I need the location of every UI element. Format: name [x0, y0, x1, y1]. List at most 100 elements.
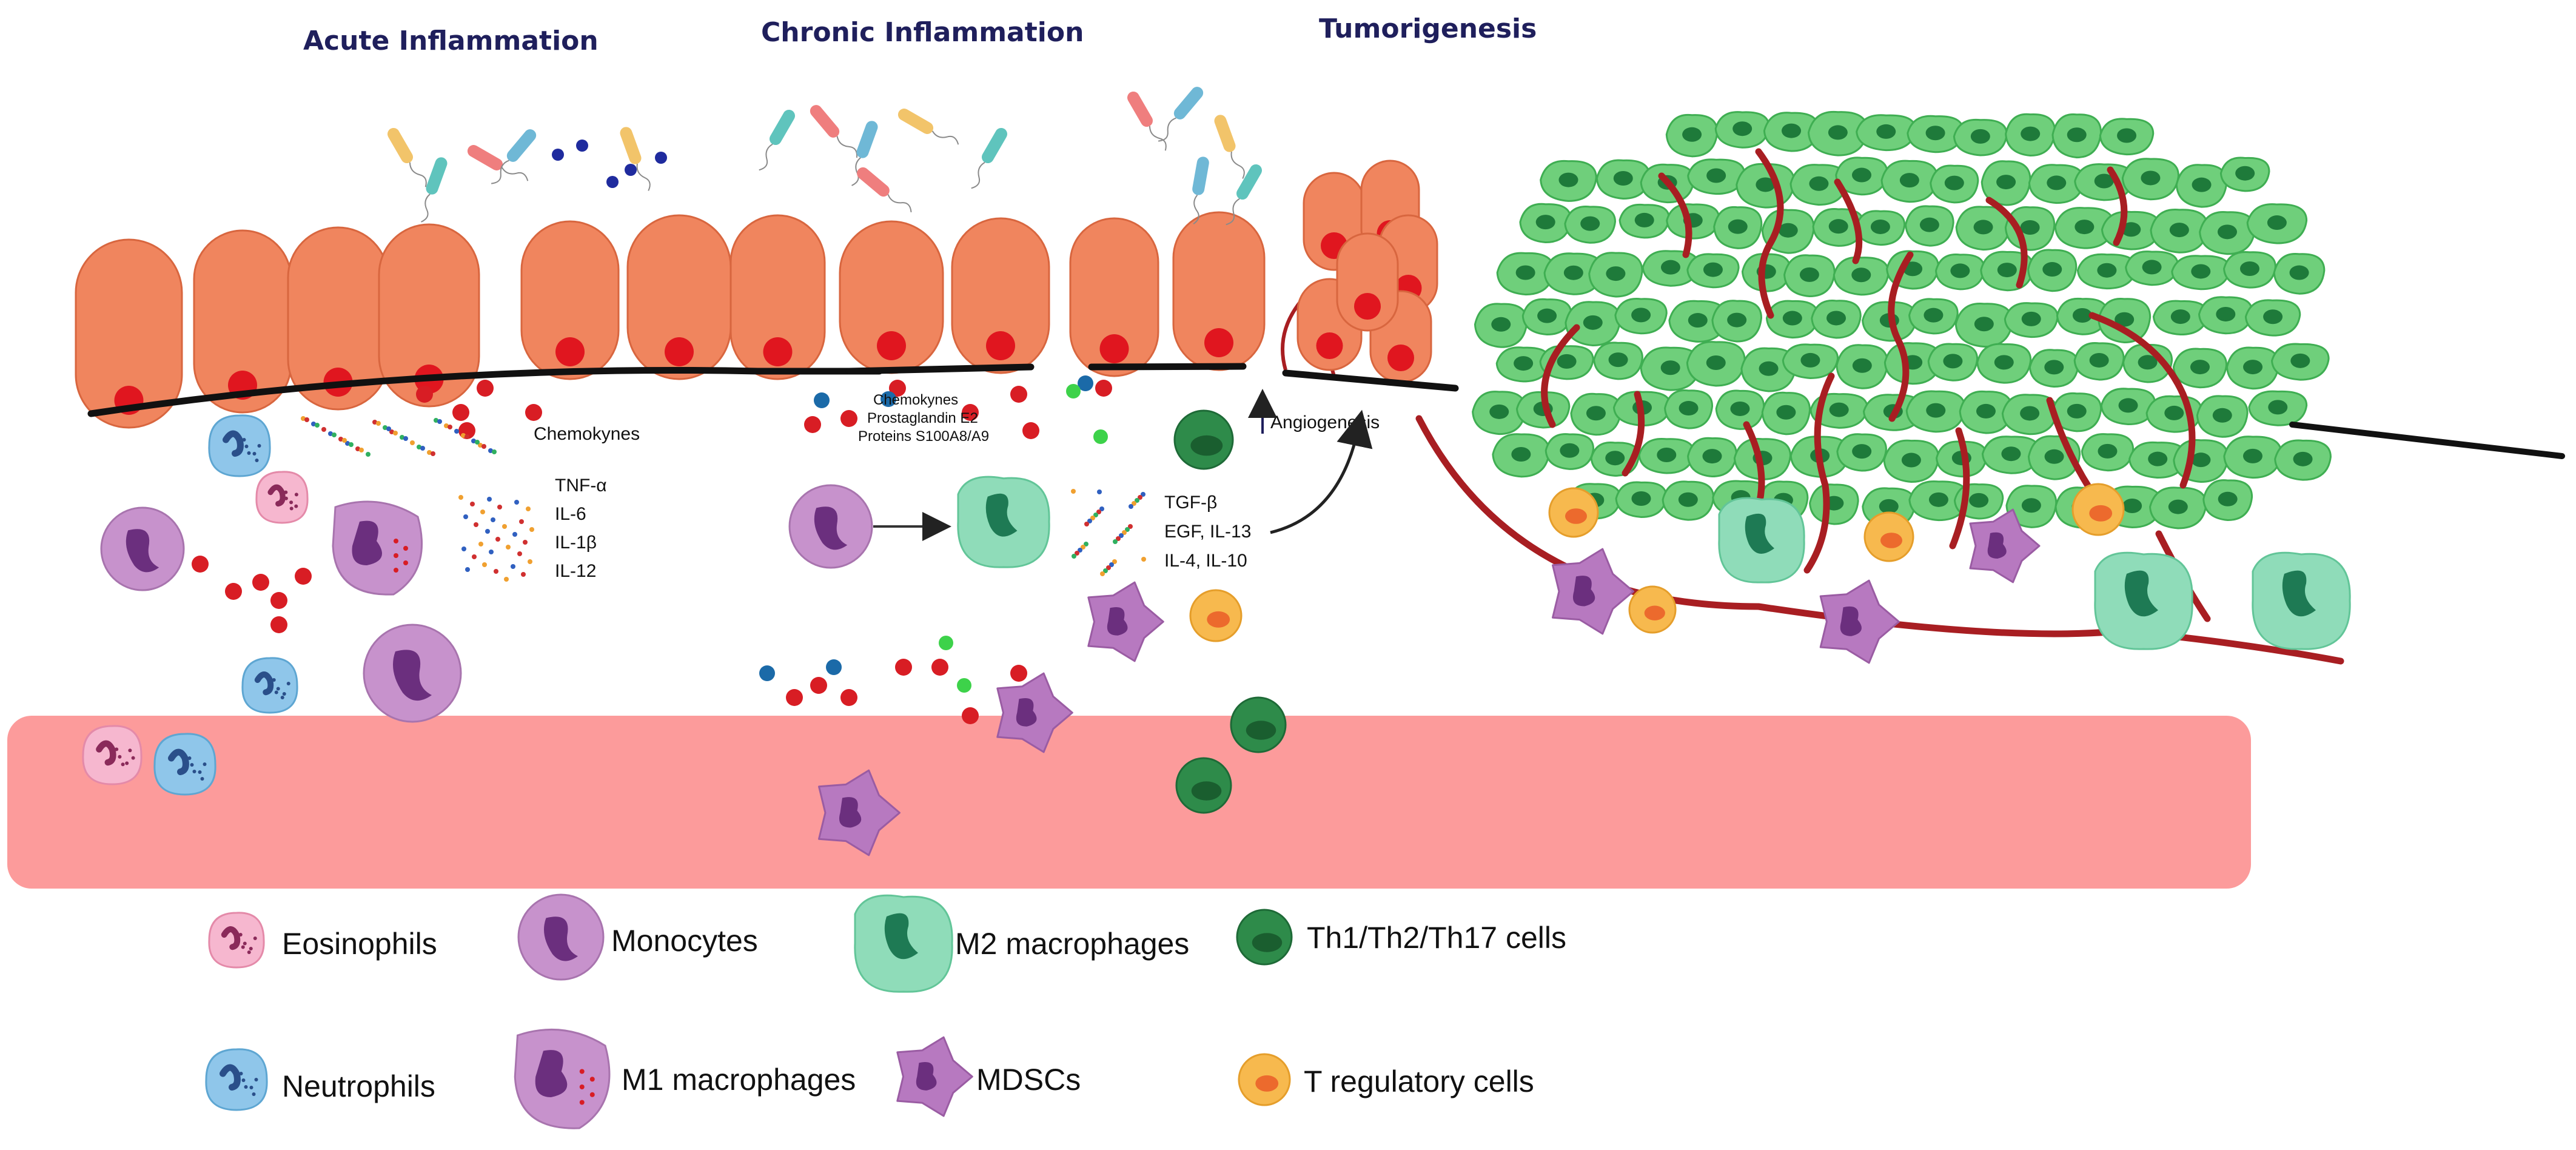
tumor-cell-nucleus — [2243, 360, 2263, 375]
cytokine-speck — [1075, 551, 1079, 556]
tumor-initiating-cell-body — [1336, 232, 1399, 332]
tumor-cell-nucleus — [2191, 452, 2211, 468]
eosinophil-granule — [289, 500, 293, 505]
tumor-cell — [1927, 343, 1979, 382]
tumor-cell — [1833, 256, 1890, 296]
blue-particle — [576, 140, 588, 152]
tumor-cell-nucleus — [1759, 361, 1779, 376]
m1-macrophage-granule — [394, 553, 398, 558]
cytokine-speck — [1078, 548, 1082, 553]
chemokine-dot — [810, 677, 827, 694]
tumor-cell — [1565, 301, 1622, 347]
legend-th-cell-icon-nucleus — [1252, 933, 1283, 952]
tumor-cell — [1880, 160, 1939, 203]
cytokine-speck — [512, 532, 517, 537]
m1-macrophage-nucleus — [352, 520, 382, 565]
bacterium-flagellum — [836, 136, 858, 158]
mdsc — [1819, 579, 1900, 664]
tumor-cell — [1711, 300, 1763, 343]
neutrophil-granule — [274, 690, 278, 694]
cytokine-speck — [489, 550, 494, 554]
tumor-cell-nucleus — [2289, 265, 2309, 280]
tumor-cell-nucleus — [2021, 311, 2041, 326]
eosinophil-nucleus — [96, 740, 116, 766]
legend-th-cell-icon — [1236, 909, 1293, 966]
chemokine-dot — [270, 592, 287, 609]
cytokine-speck — [359, 448, 364, 452]
bacterium — [759, 109, 795, 171]
mdsc-body — [818, 769, 901, 856]
tumor-cell — [2198, 296, 2253, 335]
cytokine-speck — [403, 436, 408, 441]
tumor-cell-nucleus — [1944, 175, 1964, 190]
tumor-cell — [1811, 300, 1862, 339]
tumor-cell-nucleus — [2067, 127, 2087, 143]
m1-macrophage-granule — [394, 568, 398, 573]
tumor-cell-nucleus — [1678, 492, 1698, 507]
neutrophil-granule — [192, 770, 196, 773]
blue-particle — [655, 152, 667, 164]
tumor-cell — [2223, 435, 2283, 479]
tumor-cell-nucleus — [1852, 444, 1872, 459]
label-prostaglandin: Prostaglandin E2 — [867, 410, 978, 426]
bacterium-body — [1127, 91, 1153, 127]
tumor-cell — [1953, 118, 2008, 156]
tumor-blood-vessel — [1949, 427, 1970, 550]
tumor-cell — [2225, 346, 2280, 390]
cytokine-speck — [523, 540, 528, 545]
tumor-cell-nucleus — [2267, 215, 2287, 230]
cytokine-speck — [1141, 557, 1146, 562]
label-s100: Proteins S100A8/A9 — [858, 428, 989, 445]
legend-monocytes: Monocytes — [611, 924, 758, 958]
tumor-cell — [2196, 395, 2249, 438]
tumor-cell — [2098, 298, 2152, 344]
tumor-cell — [1907, 115, 1964, 153]
neutrophil-granule — [200, 777, 204, 781]
t-regulatory-cell-nucleus — [2089, 505, 2113, 522]
tumor-cell — [1564, 206, 1617, 244]
legend-th-cells: Th1/Th2/Th17 cells — [1307, 921, 1566, 955]
cytokine-speck — [491, 517, 495, 522]
m2-macrophage-nucleus — [1745, 513, 1774, 554]
eosinophil-granule — [125, 761, 129, 765]
tumor-cell-nucleus — [1728, 219, 1748, 234]
epithelial-cell — [839, 220, 944, 374]
cytokine-speck — [1138, 495, 1142, 500]
bacterium-body — [810, 105, 840, 138]
tumor-cell — [2152, 300, 2209, 336]
blue-particle — [625, 164, 637, 176]
neutrophil-granule — [203, 762, 207, 766]
epithelium-layer — [75, 160, 1438, 429]
eosinophil-granule — [131, 756, 135, 760]
tumor-cell — [2274, 439, 2332, 481]
cytokine-speck — [514, 500, 519, 505]
tumor-cell-nucleus — [1730, 401, 1750, 416]
tumor-cell-nucleus — [1682, 127, 1702, 142]
cytokine-speck — [1125, 527, 1130, 532]
tumor-cell — [2081, 433, 2135, 472]
m2-macrophage — [2094, 551, 2193, 650]
tumor-cell-nucleus — [1606, 266, 1626, 281]
cytokine-speck — [349, 442, 354, 447]
bacterium-flagellum — [759, 143, 773, 171]
neutrophil-granule — [190, 763, 194, 767]
epithelial-nucleus — [555, 337, 585, 366]
tumor-cell — [2273, 252, 2326, 295]
bacterium-flagellum — [501, 167, 529, 181]
epithelial-cell — [730, 214, 826, 380]
cytokine-speck — [448, 425, 452, 429]
tumor-cell-nucleus — [1489, 404, 1509, 419]
legend-monocyte-icon-nucleus — [544, 916, 578, 961]
cytokine-speck — [342, 438, 347, 443]
label-chemokynes-acute: Chemokynes — [534, 424, 640, 444]
neutrophil — [208, 414, 271, 477]
tumor-cell — [1642, 250, 1700, 287]
tumor-cell — [2051, 113, 2102, 159]
bacterium — [1214, 115, 1245, 179]
legend-monocyte-icon — [517, 893, 605, 981]
tumor-cell — [1930, 164, 1979, 204]
chemokine-dot — [1022, 422, 1039, 439]
tumor-cell-nucleus — [2117, 128, 2137, 143]
cytokine-speck — [506, 545, 511, 550]
tumor-cell-nucleus — [2021, 126, 2041, 141]
